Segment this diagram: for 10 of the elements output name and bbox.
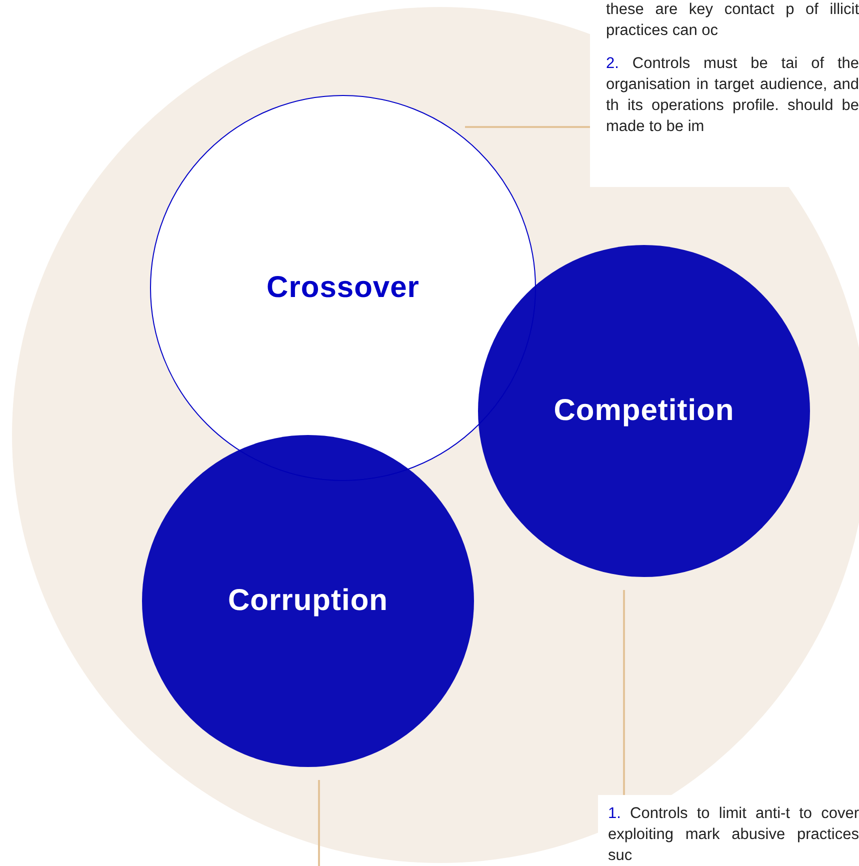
numbered-paragraph: 2. Controls must be tai of the organisation in target audience, and th its operations profile. should be made to be im [606, 54, 859, 137]
leader-line [318, 780, 320, 866]
leader-line [623, 590, 625, 795]
circle-label: Corruption [228, 584, 388, 618]
leader-line [465, 126, 590, 128]
circle-label: Crossover [266, 271, 420, 305]
numbered-paragraph: 1. Controls to limit anti-t to cover exploiting mark abusive practices suc [608, 804, 859, 866]
circle-label: Competition [554, 394, 734, 428]
paragraph: these are key contact p of illicit practices can oc [606, 0, 859, 41]
text-panel [590, 0, 859, 187]
